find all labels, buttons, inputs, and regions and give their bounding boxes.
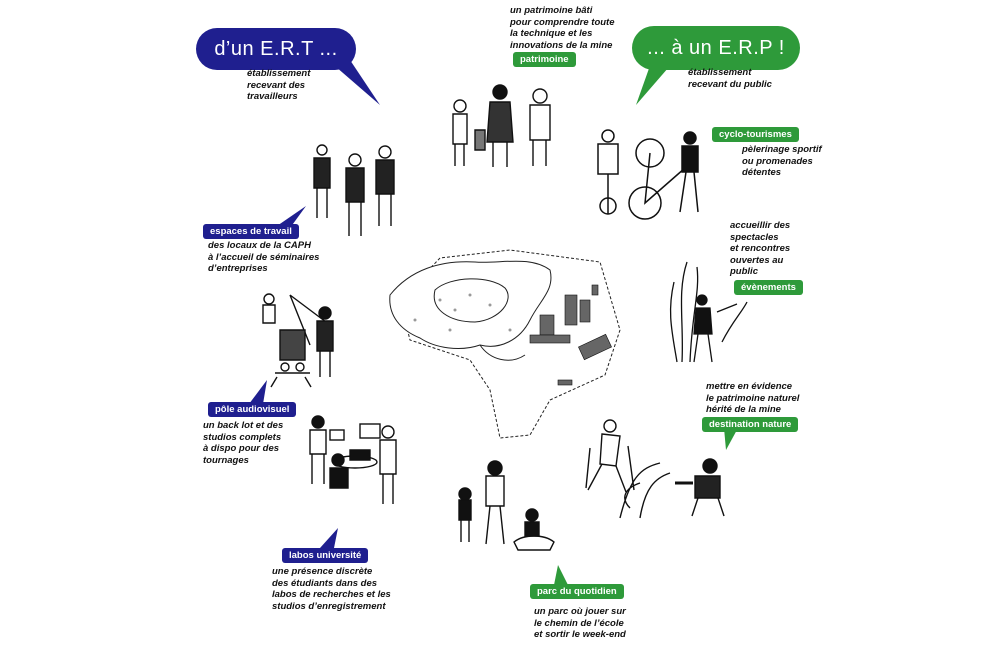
parc-tag: parc du quotidien	[530, 584, 624, 599]
audiovisuel-tag: pôle audiovisuel	[208, 402, 297, 417]
site-map	[389, 249, 621, 439]
audiovisuel-tag-tail	[249, 380, 267, 404]
travail-desc: des locaux de la CAPH à l’accueil de sém…	[208, 240, 320, 274]
travail-tag: espaces de travail	[203, 224, 299, 239]
travail-illustration	[313, 144, 395, 236]
parc-desc: un parc où jouer sur le chemin de l’écol…	[534, 606, 626, 640]
parc-illustration	[458, 460, 555, 551]
nature-tag-tail	[724, 428, 738, 450]
labos-desc: une présence discrète des étudiants dans…	[272, 566, 391, 612]
cyclo-illustration	[597, 129, 699, 220]
evenements-desc: accueillir des spectacles et rencontres …	[730, 220, 791, 277]
labos-tag-tail	[320, 528, 338, 548]
cyclo-desc: pèlerinage sportif ou promenades détente…	[742, 144, 822, 178]
audiovisuel-desc: un back lot et des studios complets à di…	[203, 420, 284, 466]
erp-bubble-tail	[636, 60, 675, 105]
erp-desc: établissement recevant du public	[688, 67, 772, 90]
ert-desc: établissement recevant des travailleurs	[247, 68, 311, 102]
patrimoine-illustration	[452, 84, 551, 167]
ert-bubble-label: d’un E.R.T ...	[214, 37, 338, 60]
ert-bubble: d’un E.R.T ...	[196, 28, 356, 70]
patrimoine-tag: patrimoine	[513, 52, 576, 67]
evenements-illustration	[669, 261, 748, 363]
patrimoine-desc: un patrimoine bâti pour comprendre toute…	[510, 5, 615, 51]
erp-bubble-label: ... à un E.R.P !	[647, 36, 785, 59]
travail-tag-tail	[274, 206, 306, 228]
cyclo-tag: cyclo-tourismes	[712, 127, 799, 142]
ert-bubble-tail	[328, 60, 380, 105]
evenements-tag: évènements	[734, 280, 803, 295]
labos-illustration	[309, 415, 397, 504]
nature-desc: mettre en évidence le patrimoine naturel…	[706, 381, 800, 415]
parc-tag-tail	[554, 565, 568, 585]
labos-tag: labos université	[282, 548, 369, 563]
nature-illustration	[585, 419, 725, 519]
audiovisuel-illustration	[262, 293, 334, 388]
